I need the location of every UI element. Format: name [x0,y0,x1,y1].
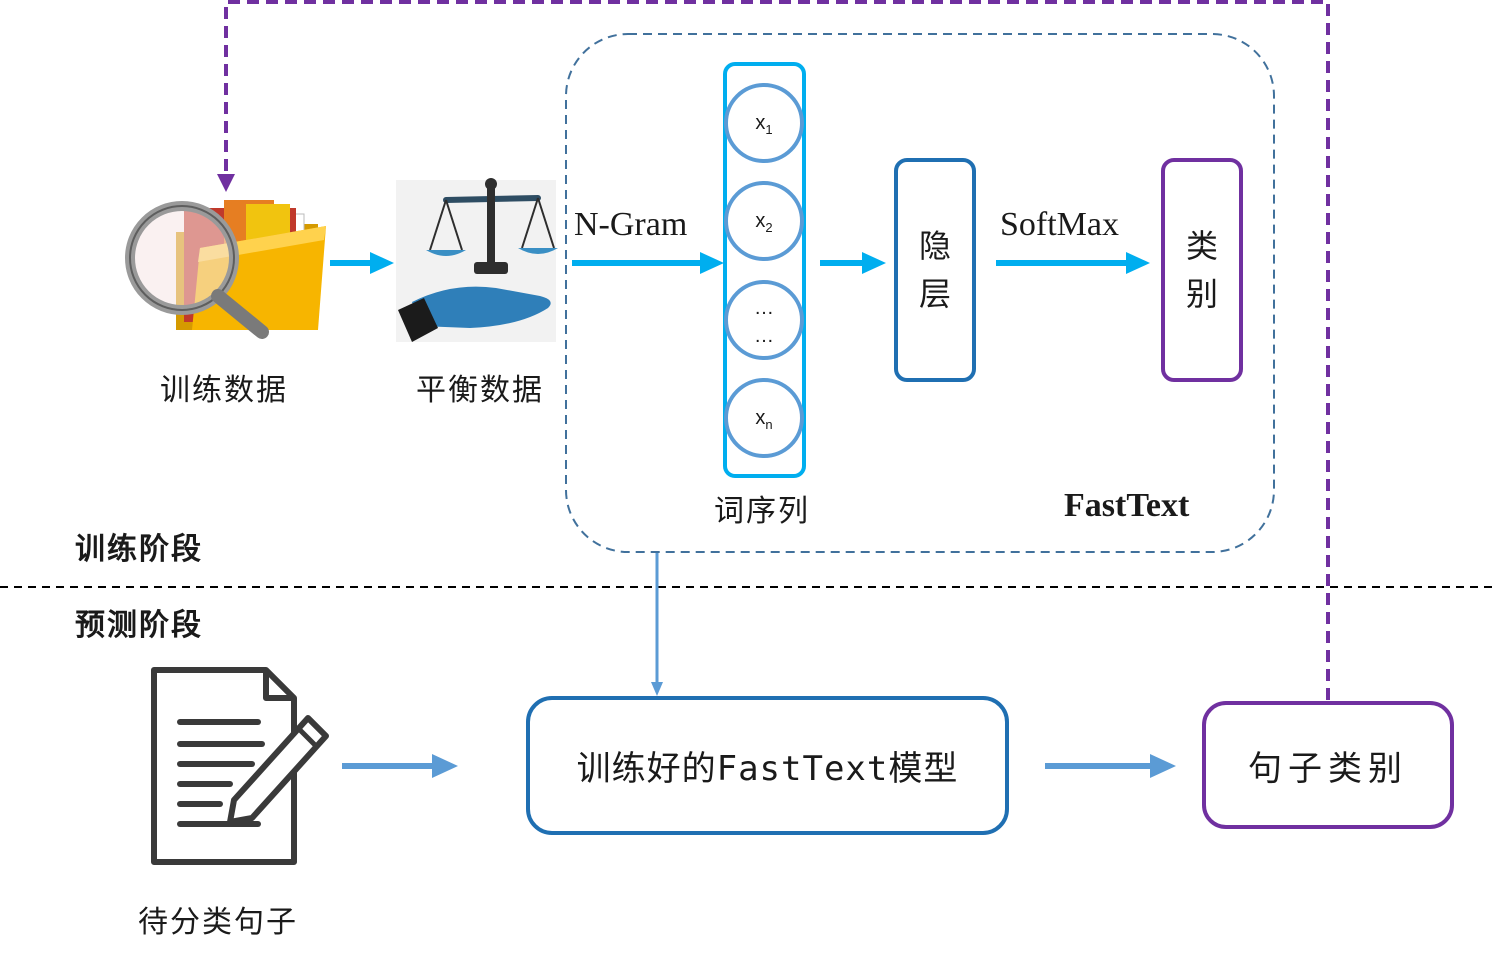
training-stage-label: 训练阶段 [75,532,203,567]
hidden-layer-label-wrap: 隐层 [896,160,974,380]
folder-search-icon [125,200,326,339]
neuron-x2 [724,181,804,261]
ngram-label: N-Gram [574,206,688,243]
softmax-label: SoftMax [1000,206,1119,243]
neuron-xn [724,378,804,458]
neuron-x1-label: x1 [755,112,773,137]
trained-model-label-wrap: 训练好的FastText模型 [528,698,1007,833]
sentence-category-box [1202,701,1454,829]
hidden-layer-label: 隐层 [919,227,952,313]
neuron-x2-label: x2 [755,210,773,235]
fasttext-label: FastText [1064,487,1190,524]
arrow-model-to-output [1045,754,1176,778]
training-data-label: 训练数据 [160,373,288,408]
arrow-input-to-model [342,754,458,778]
arrow-balance-to-sequence [572,252,724,274]
word-sequence-label: 词序列 [714,494,810,529]
neuron-xn-label: xn [755,407,773,432]
category-label: 类别 [1186,227,1219,313]
balance-scale-icon [396,178,558,342]
sentence-category-label-wrap: 句子类别 [1204,703,1452,827]
category-label-wrap: 类别 [1163,160,1241,380]
hidden-layer-box [894,158,976,382]
feedback-loop [217,0,1330,700]
arrow-hidden-to-category [996,252,1150,274]
arrow-data-to-balance [330,252,394,274]
fasttext-region [565,33,1275,553]
balanced-data-label: 平衡数据 [416,373,544,408]
input-sentence-label: 待分类句子 [138,905,298,940]
neuron-ellipsis [724,280,804,360]
category-box [1161,158,1243,382]
sentence-category-label: 句子类别 [1248,748,1408,789]
prediction-stage-label: 预测阶段 [75,608,203,643]
neuron-ellipsis-label: … … [754,297,774,347]
neuron-x1 [724,83,804,163]
arrow-region-to-model [651,553,663,696]
feedback-arrowhead [217,174,235,192]
word-sequence-column [723,62,806,478]
trained-model-box [526,696,1009,835]
arrow-sequence-to-hidden [820,252,886,274]
document-pencil-icon [151,667,329,865]
trained-model-label: 训练好的FastText模型 [576,749,959,789]
